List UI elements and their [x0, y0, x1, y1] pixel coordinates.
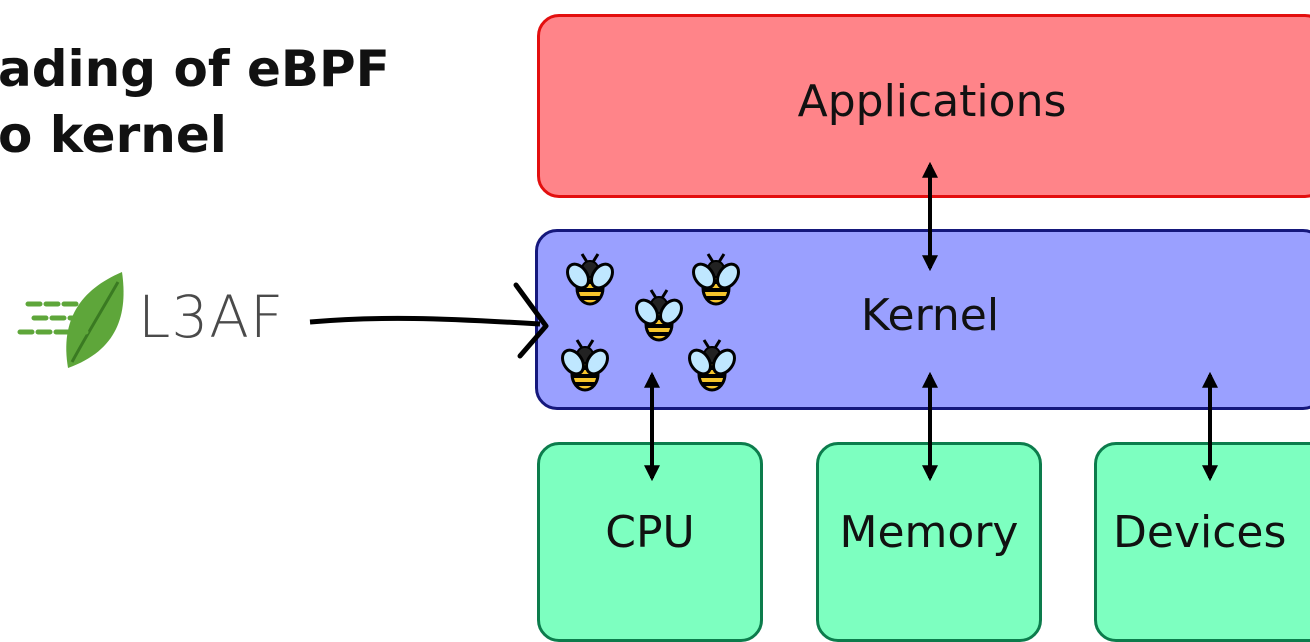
load-arrow-head [513, 282, 549, 359]
bee-icon [687, 252, 745, 306]
bee-icon [561, 252, 619, 306]
slide-title-line-2: o kernel [0, 106, 227, 164]
load-arrow [309, 315, 541, 327]
slide-title: ading of eBPF o kernel [0, 36, 390, 168]
l3af-leaf-icon [17, 272, 124, 368]
bee-icon [683, 338, 741, 392]
slide-title-line-1: ading of eBPF [0, 40, 390, 98]
bee-icon [630, 288, 688, 342]
kernel-label: Kernel [860, 290, 1000, 341]
cpu-label: CPU [605, 506, 695, 558]
bee-icon [556, 338, 614, 392]
l3af-logo-text: L3AF [138, 283, 285, 351]
diagram-overlay [17, 161, 1218, 482]
memory-label: Memory [839, 506, 1019, 558]
applications-label: Applications [797, 75, 1067, 127]
devices-label: Devices [1113, 506, 1287, 558]
